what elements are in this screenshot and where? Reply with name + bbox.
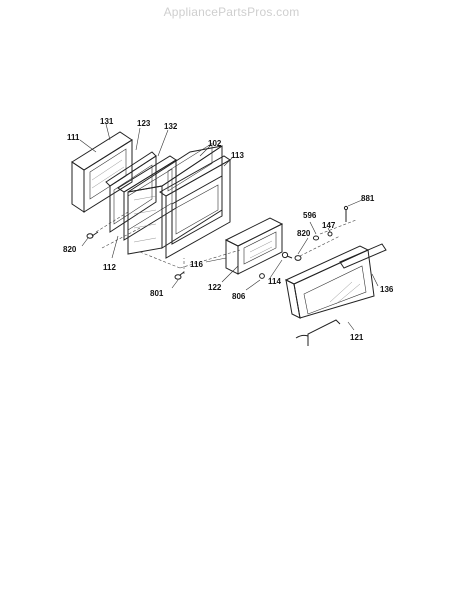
screw-114 xyxy=(281,251,293,259)
screw-806 xyxy=(259,273,265,279)
label-147: 147 xyxy=(322,221,336,230)
part-136-outer-door xyxy=(284,243,387,319)
part-111-panel xyxy=(71,131,133,213)
label-121: 121 xyxy=(350,333,364,342)
label-116: 116 xyxy=(190,260,203,269)
label-820-right: 820 xyxy=(297,229,311,238)
label-113: 113 xyxy=(231,151,244,160)
label-114: 114 xyxy=(268,277,281,286)
part-881-pin xyxy=(343,205,349,222)
part-123-frame xyxy=(105,151,157,233)
label-806: 806 xyxy=(232,292,246,301)
label-111: 111 xyxy=(67,133,80,142)
label-122: 122 xyxy=(208,283,222,292)
screw-820-left xyxy=(86,231,99,239)
leader-lines xyxy=(79,123,379,331)
screw-820-right xyxy=(294,219,357,261)
part-121-handle xyxy=(295,319,341,346)
label-136: 136 xyxy=(380,285,394,294)
watermark: AppliancePartsPros.com xyxy=(163,5,300,19)
part-116-glass-panel xyxy=(224,217,284,275)
assembly-guides-left xyxy=(95,211,241,274)
label-132: 132 xyxy=(164,122,178,131)
screw-801 xyxy=(174,271,185,280)
label-820-left: 820 xyxy=(63,245,77,254)
label-112: 112 xyxy=(103,263,116,272)
label-102: 102 xyxy=(208,139,222,148)
label-881: 881 xyxy=(361,194,375,203)
label-801: 801 xyxy=(150,289,164,298)
label-131: 131 xyxy=(100,117,114,126)
label-596: 596 xyxy=(303,211,317,220)
label-123: 123 xyxy=(137,119,151,128)
